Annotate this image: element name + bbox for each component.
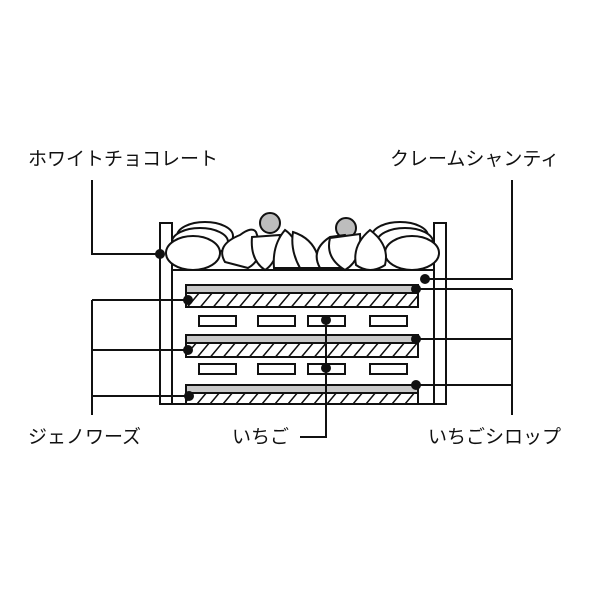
label-strawberry: いちご — [232, 426, 290, 448]
label-strawberry-syrup: いちごシロップ — [428, 426, 562, 448]
label-white-chocolate: ホワイトチョコレート — [28, 148, 219, 170]
genoise-layer — [185, 292, 419, 308]
syrup-layer — [185, 384, 419, 394]
leader-dots — [155, 249, 430, 401]
label-creme-chantilly: クレームシャンティ — [390, 148, 560, 170]
genoise-layer — [185, 342, 419, 358]
leader-lines — [91, 180, 513, 438]
strawberry-row — [198, 315, 408, 327]
label-genoise: ジェノワーズ — [28, 426, 142, 448]
genoise-layer — [185, 392, 419, 405]
white-chocolate-left-wall — [159, 222, 173, 405]
syrup-layer — [185, 334, 419, 344]
strawberry-row — [198, 363, 408, 375]
cream-topping — [165, 212, 440, 272]
white-chocolate-right-wall — [433, 222, 447, 405]
syrup-layer — [185, 284, 419, 294]
